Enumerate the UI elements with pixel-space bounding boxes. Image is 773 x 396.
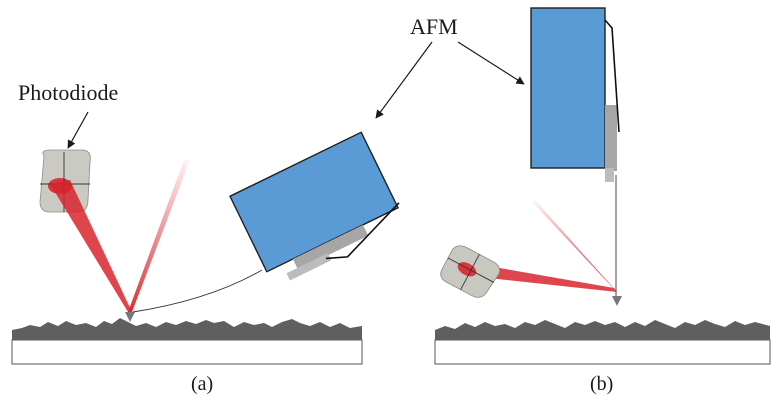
photodiode-b bbox=[440, 245, 500, 298]
panel-b-label: (b) bbox=[590, 373, 613, 395]
afm-head-a bbox=[229, 131, 400, 281]
photodiode-label: Photodiode bbox=[18, 80, 118, 105]
laser-beam-reflected-b bbox=[465, 262, 617, 292]
laser-beam-reflected-a bbox=[50, 180, 132, 312]
substrate-b bbox=[434, 339, 771, 365]
sample-surface-a bbox=[12, 318, 362, 340]
afm-head-b bbox=[530, 7, 620, 182]
photodiode-arrow bbox=[67, 111, 89, 149]
afm-tip-b bbox=[612, 296, 622, 306]
laser-beam-incident-a bbox=[128, 160, 190, 312]
afm-arrow-a bbox=[375, 41, 433, 119]
afm-tip-a bbox=[125, 312, 135, 322]
panel-b bbox=[434, 7, 771, 365]
substrate-a bbox=[11, 339, 363, 365]
laser-beam-incident-b bbox=[533, 200, 617, 292]
panel-a-label: (a) bbox=[191, 373, 213, 395]
sample-surface-b bbox=[435, 320, 770, 340]
afm-label: AFM bbox=[410, 14, 458, 39]
cantilever-a bbox=[132, 269, 263, 313]
afm-arrow-b bbox=[457, 41, 525, 85]
panel-a bbox=[11, 131, 400, 365]
